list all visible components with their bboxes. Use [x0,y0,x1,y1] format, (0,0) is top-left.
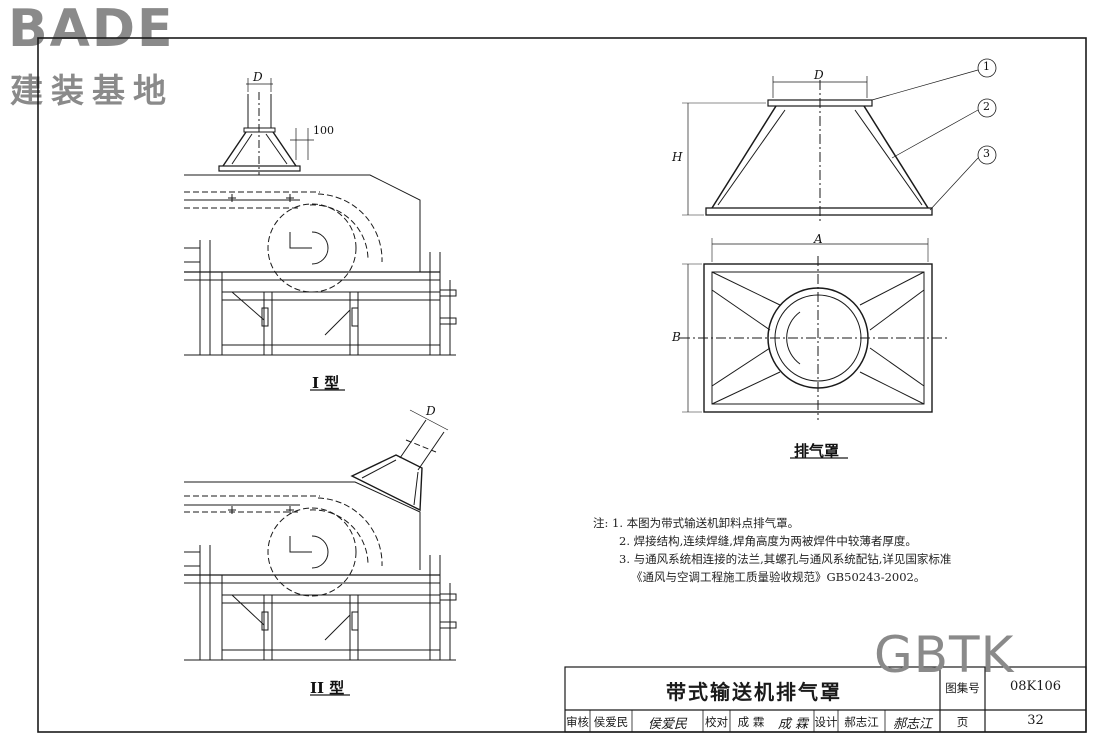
dim-d-hood: D [814,68,824,82]
type2-view [184,409,457,661]
title-block [564,666,1087,733]
dim-d-type1: D [253,70,263,84]
reviewer-name: 侯爱民 [593,715,629,729]
hood-plan [680,238,950,420]
review-label: 审核 [566,715,589,729]
note-2: 2. 焊接结构,连续焊缝,焊角高度为两被焊件中较薄者厚度。 [619,534,917,548]
design-label: 设计 [814,715,838,729]
drawing-title: 带式输送机排气罩 [666,679,842,704]
checker-name: 成 霖 [737,715,765,729]
note-3-cont: 《通风与空调工程施工质量验收规范》GB50243-2002。 [631,570,926,584]
caption-hood: 排气罩 [794,442,840,460]
notes: 注: 1. 本图为带式输送机卸料点排气罩。 2. 焊接结构,连续焊缝,焊角高度为… [593,514,951,586]
hood-elevation [682,58,997,222]
dim-h: H [672,150,683,164]
dim-a: A [814,232,823,246]
atlas-label: 图集号 [945,681,980,695]
page-label: 页 [956,715,969,729]
notes-lead: 注: [593,516,609,530]
caption-type1: I 型 [312,374,340,392]
designer-signature: 郝志江 [892,717,932,732]
watermark: GBTK [874,626,1015,684]
note-1: 1. 本图为带式输送机卸料点排气罩。 [612,516,800,530]
dim-d-type2: D [426,404,436,418]
type1-view [184,78,457,356]
logo-subtext: 建装基地 [10,71,174,110]
callout-1: 1 [983,60,990,73]
check-label: 校对 [705,715,728,729]
atlas-number: 08K106 [1009,679,1062,694]
dim-b: B [672,330,681,344]
callout-3: 3 [983,147,990,160]
dim-100: 100 [313,124,334,137]
checker-signature: 成 霖 [777,717,809,732]
sheet-frame [37,37,1087,733]
callout-2: 2 [983,100,990,113]
logo-text: BADE [8,0,175,59]
note-3: 3. 与通风系统相连接的法兰,其螺孔与通风系统配钻,详见国家标准 [619,552,952,566]
designer-name: 郝志江 [844,715,879,729]
page-number: 32 [1027,713,1044,728]
reviewer-signature: 侯爱民 [647,717,687,732]
caption-type2: II 型 [310,679,345,697]
